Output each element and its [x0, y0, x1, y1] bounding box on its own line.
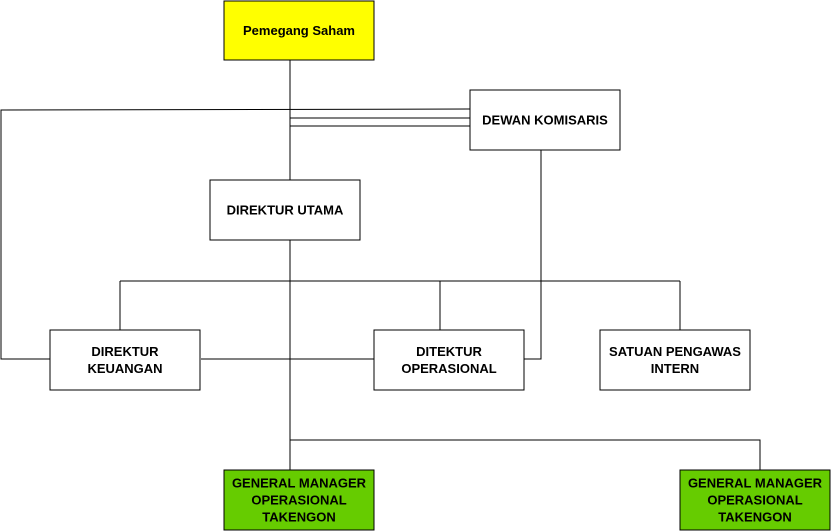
- label-satuan-pengawas-intern: SATUAN PENGAWAS INTERN: [609, 344, 741, 376]
- label-line-satuan-pengawas-intern-1: INTERN: [651, 361, 699, 376]
- label-line-gm-operasional-takengon-1-2: TAKENGON: [262, 510, 335, 525]
- box-pemegang-saham: [223, 0, 375, 61]
- label-line-gm-operasional-takengon-1-1: OPERASIONAL: [251, 493, 346, 508]
- node-dewan-komisaris[interactable]: DEWAN KOMISARIS: [469, 89, 621, 151]
- node-ditektur-operasional[interactable]: DITEKTUR OPERASIONAL: [373, 329, 525, 391]
- node-direktur-keuangan[interactable]: DIREKTUR KEUANGAN: [49, 329, 201, 391]
- box-dewan-komisaris: [469, 89, 621, 151]
- label-line-ditektur-operasional-0: DITEKTUR: [416, 344, 482, 359]
- label-dewan-komisaris: DEWAN KOMISARIS: [482, 113, 608, 128]
- label-line-gm-operasional-takengon-1-0: GENERAL MANAGER: [232, 476, 367, 491]
- box-gm-operasional-takengon-2: [679, 469, 831, 531]
- label-line-pemegang-saham-0: Pemegang Saham: [243, 23, 355, 38]
- label-gm-operasional-takengon-2: GENERAL MANAGER OPERASIONAL TAKENGON: [688, 476, 823, 525]
- label-line-direktur-keuangan-1: KEUANGAN: [87, 361, 162, 376]
- connector-gm-branch: [290, 439, 761, 470]
- node-gm-operasional-takengon-1[interactable]: GENERAL MANAGER OPERASIONAL TAKENGON: [223, 469, 375, 531]
- label-line-gm-operasional-takengon-2-0: GENERAL MANAGER: [688, 476, 823, 491]
- box-direktur-utama: [209, 179, 361, 241]
- node-gm-operasional-takengon-2[interactable]: GENERAL MANAGER OPERASIONAL TAKENGON: [679, 469, 831, 531]
- label-line-direktur-utama-0: DIREKTUR UTAMA: [227, 203, 344, 218]
- connectors: [0, 60, 761, 470]
- label-pemegang-saham: Pemegang Saham: [243, 23, 355, 38]
- node-satuan-pengawas-intern[interactable]: SATUAN PENGAWAS INTERN: [599, 329, 751, 391]
- label-line-direktur-keuangan-0: DIREKTUR: [91, 344, 159, 359]
- node-pemegang-saham[interactable]: Pemegang Saham: [223, 0, 375, 61]
- label-ditektur-operasional: DITEKTUR OPERASIONAL: [401, 344, 496, 376]
- nodes: Pemegang Saham DEWAN KOMISARIS DIREKTUR …: [49, 0, 831, 531]
- label-line-dewan-komisaris-0: DEWAN KOMISARIS: [482, 113, 608, 128]
- label-line-gm-operasional-takengon-2-1: OPERASIONAL: [707, 493, 802, 508]
- connector-komisaris-to-keuangan: [0, 108, 471, 360]
- node-direktur-utama[interactable]: DIREKTUR UTAMA: [209, 179, 361, 241]
- label-gm-operasional-takengon-1: GENERAL MANAGER OPERASIONAL TAKENGON: [232, 476, 367, 525]
- box-ditektur-operasional: [373, 329, 525, 391]
- box-direktur-keuangan: [49, 329, 201, 391]
- label-direktur-utama: DIREKTUR UTAMA: [227, 203, 344, 218]
- connector-komisaris-to-operasional: [524, 150, 542, 360]
- box-satuan-pengawas-intern: [599, 329, 751, 391]
- box-gm-operasional-takengon-1: [223, 469, 375, 531]
- label-line-ditektur-operasional-1: OPERASIONAL: [401, 361, 496, 376]
- label-line-satuan-pengawas-intern-0: SATUAN PENGAWAS: [609, 344, 741, 359]
- label-line-gm-operasional-takengon-2-2: TAKENGON: [718, 510, 791, 525]
- label-direktur-keuangan: DIREKTUR KEUANGAN: [87, 344, 162, 376]
